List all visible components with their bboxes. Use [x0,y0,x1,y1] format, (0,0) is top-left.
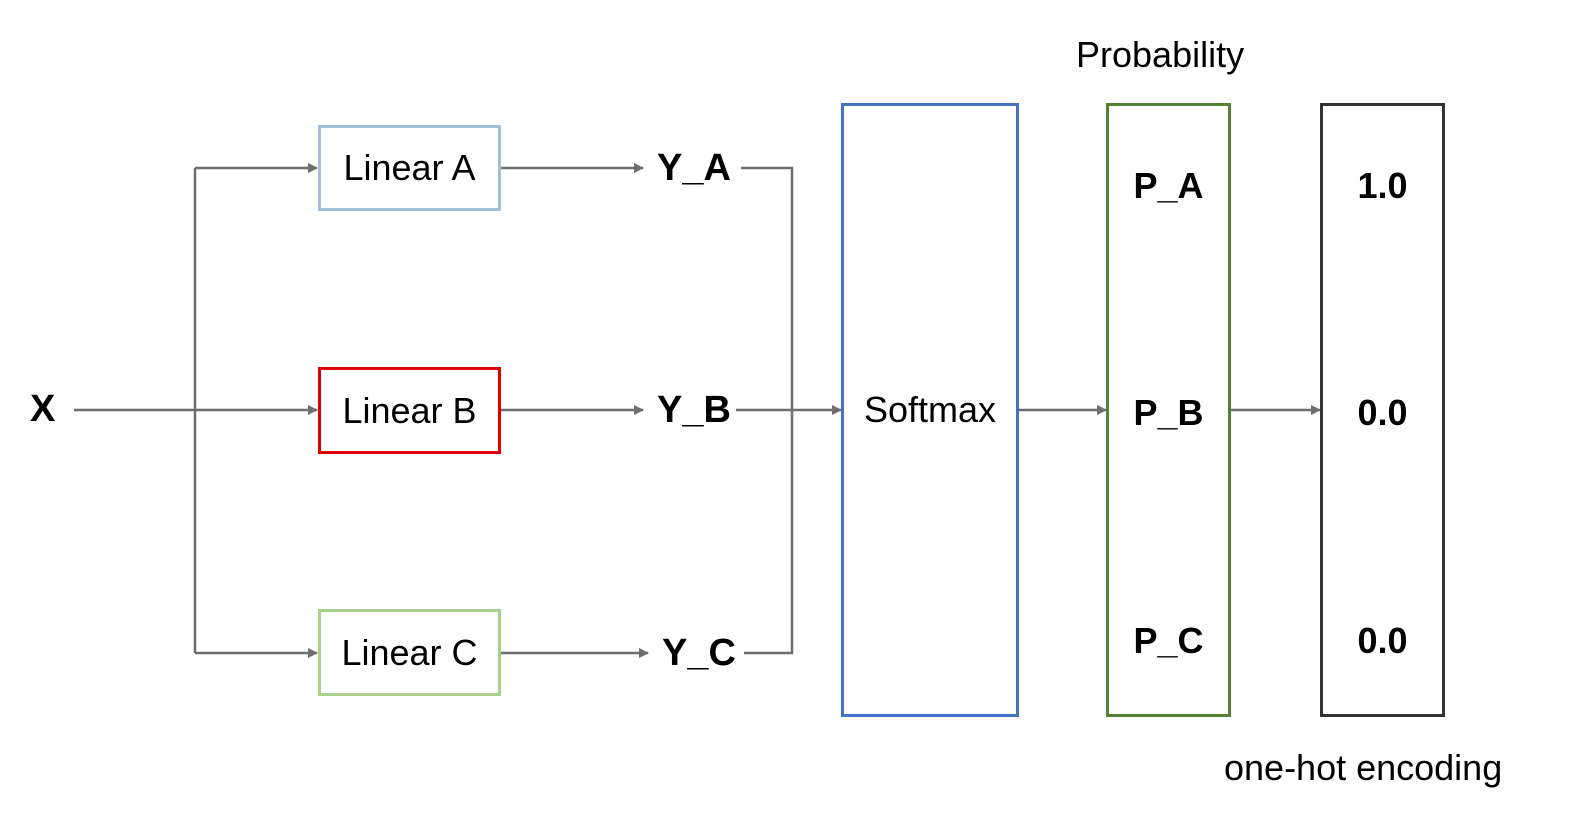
input-x-label: X [30,388,56,430]
linear-a-box: Linear A [318,125,501,211]
probability-column: P_A P_B P_C [1106,103,1231,717]
output-ya-label: Y_A [657,147,731,189]
linear-b-box: Linear B [318,367,501,454]
softmax-label: Softmax [863,389,997,430]
onehot-caption: one-hot encoding [1224,747,1503,788]
output-yb-label: Y_B [657,389,731,431]
probability-pb: P_B [1133,392,1204,433]
onehot-value-a: 1.0 [1357,165,1408,206]
softmax-box: Softmax [841,103,1019,717]
connector-yc-merge [744,410,794,655]
linear-c-label: Linear C [341,631,478,673]
output-yc-label: Y_C [662,632,736,674]
probability-pc: P_C [1133,620,1204,661]
onehot-value-c: 0.0 [1357,620,1408,661]
probability-title: Probability [1076,34,1245,75]
linear-c-box: Linear C [318,609,501,696]
onehot-column: 1.0 0.0 0.0 [1320,103,1445,717]
probability-pa: P_A [1133,165,1204,206]
connector-ya-merge [741,166,794,410]
onehot-value-b: 0.0 [1357,392,1408,433]
linear-b-label: Linear B [342,389,477,431]
linear-a-label: Linear A [343,147,476,188]
